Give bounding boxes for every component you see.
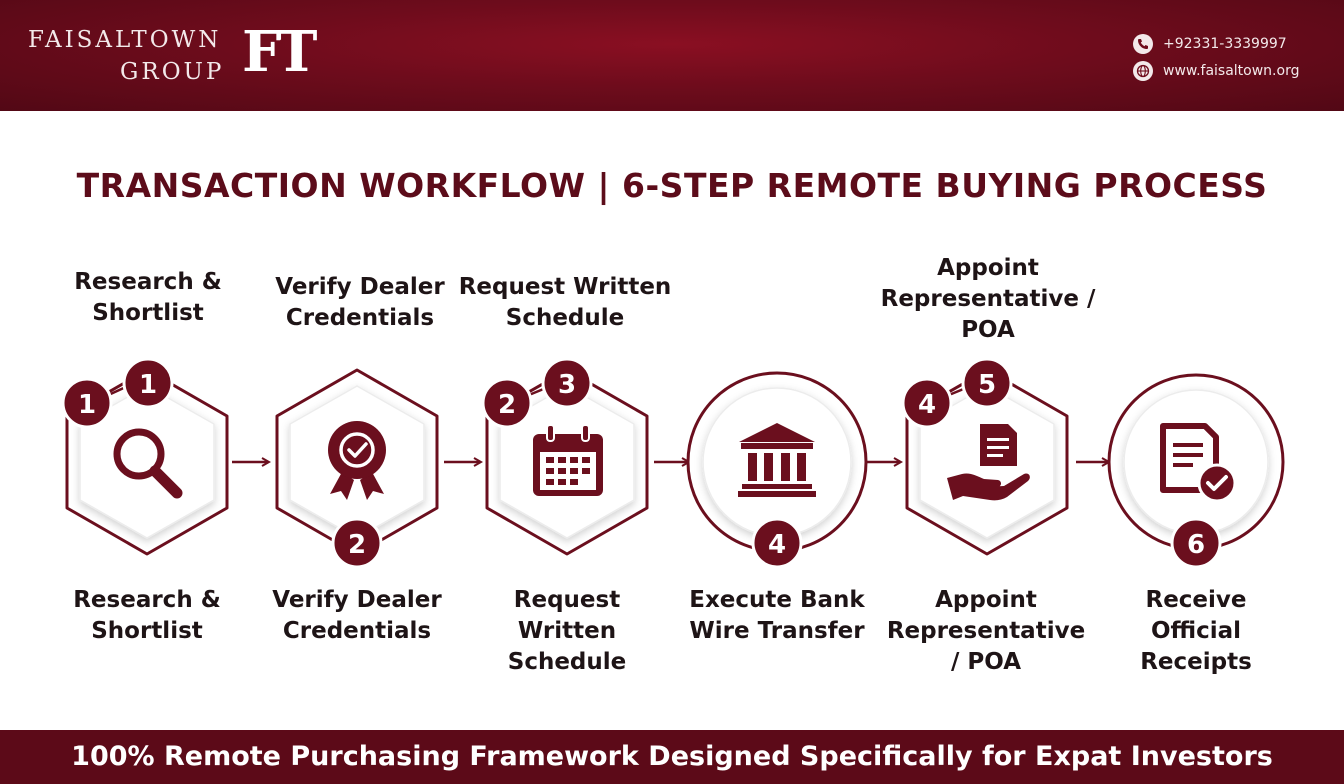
label-line: Request Written: [458, 274, 672, 300]
label-line: Written: [517, 618, 617, 644]
badge-number: 4: [768, 530, 786, 560]
label-line: Shortlist: [92, 300, 204, 326]
badge-number: 1: [78, 390, 96, 420]
label-line: / POA: [951, 649, 1021, 675]
step-badge: 1: [61, 377, 113, 429]
step-badge: 4: [901, 377, 953, 429]
bottom-label-step-5: Appoint Representative / POA: [876, 585, 1096, 678]
header-bar: FAISALTOWN GROUP FT +92331-3339997 www.f…: [0, 0, 1344, 111]
bottom-label-step-1: Research & Shortlist: [47, 585, 247, 647]
label-line: Appoint: [937, 255, 1039, 281]
phone-icon: [1133, 34, 1153, 54]
bank-icon: [738, 423, 816, 497]
top-label-step-3: Request Written Schedule: [450, 272, 680, 334]
hand-document-icon: [947, 424, 1030, 501]
magnifier-icon: [113, 428, 183, 499]
badge-check-icon: [328, 421, 386, 500]
bottom-label-step-2: Verify Dealer Credentials: [252, 585, 462, 647]
brand-line-2: GROUP: [120, 59, 225, 85]
phone-number: +92331-3339997: [1163, 36, 1287, 52]
top-label-step-1: Research & Shortlist: [48, 267, 248, 329]
label-line: Representative /: [880, 286, 1096, 312]
label-line: Wire Transfer: [689, 618, 865, 644]
step-badge: 1: [122, 357, 174, 409]
brand-monogram-logo: FT: [242, 19, 317, 85]
bottom-label-step-3: Request Written Schedule: [477, 585, 657, 678]
label-line: Research &: [74, 269, 222, 295]
calendar-icon: [533, 424, 603, 496]
bottom-label-step-4: Execute Bank Wire Transfer: [672, 585, 882, 647]
label-line: Shortlist: [91, 618, 203, 644]
bottom-label-step-6: Receive Official Receipts: [1111, 585, 1281, 678]
label-line: Receive: [1145, 587, 1247, 613]
contact-phone: +92331-3339997: [1133, 34, 1287, 54]
top-label-step-2: Verify Dealer Credentials: [255, 272, 465, 334]
label-line: Verify Dealer: [272, 587, 442, 613]
label-line: Representative: [886, 618, 1086, 644]
label-line: POA: [961, 317, 1015, 343]
website-url[interactable]: www.faisaltown.org: [1163, 63, 1300, 79]
globe-icon: [1133, 61, 1153, 81]
brand-line-1: FAISALTOWN: [28, 27, 222, 53]
top-label-step-5: Appoint Representative / POA: [868, 253, 1108, 346]
footer-banner: 100% Remote Purchasing Framework Designe…: [0, 730, 1344, 784]
label-line: Appoint: [935, 587, 1037, 613]
label-line: Official: [1150, 618, 1242, 644]
page-title: TRANSACTION WORKFLOW | 6-STEP REMOTE BUY…: [76, 166, 1268, 205]
label-line: Research &: [73, 587, 221, 613]
badge-number: 5: [978, 370, 996, 400]
step-badge: 3: [541, 357, 593, 409]
badge-number: 2: [348, 530, 366, 560]
receipt-check-icon: [1160, 423, 1237, 503]
badge-number: 6: [1187, 530, 1205, 560]
label-line: Credentials: [285, 305, 435, 331]
step-badge: 6: [1170, 517, 1222, 569]
step-6-node: [1107, 373, 1285, 551]
step-badge: 4: [751, 517, 803, 569]
badge-number: 4: [918, 390, 936, 420]
label-line: Execute Bank: [689, 587, 865, 613]
step-badge: 2: [481, 377, 533, 429]
label-line: Credentials: [282, 618, 432, 644]
step-badge: 5: [961, 357, 1013, 409]
contact-website: www.faisaltown.org: [1133, 61, 1299, 81]
step-4-node: [686, 371, 868, 553]
label-line: Receipts: [1140, 649, 1252, 675]
label-line: Request: [513, 587, 621, 613]
label-line: Verify Dealer: [275, 274, 445, 300]
badge-number: 1: [139, 370, 157, 400]
step-badge: 2: [331, 517, 383, 569]
step-2-node: [275, 368, 439, 556]
label-line: Schedule: [505, 305, 625, 331]
badge-number: 3: [558, 370, 576, 400]
label-line: Schedule: [507, 649, 627, 675]
brand-name: FAISALTOWN GROUP: [28, 24, 224, 88]
badge-number: 2: [498, 390, 516, 420]
